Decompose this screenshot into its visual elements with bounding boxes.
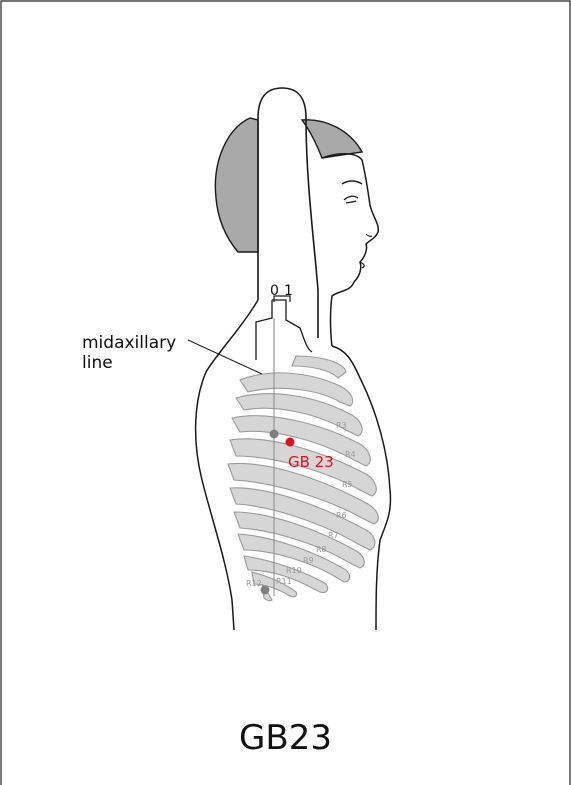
rib-label-r4: R4 (345, 450, 356, 459)
scale-label-one: 1 (284, 283, 293, 299)
nostril (366, 234, 372, 236)
rib-label-r11: R11 (276, 577, 292, 586)
scapula-outline (256, 300, 312, 360)
landmark-dot-lower (261, 586, 270, 595)
rib-label-r3: R3 (336, 421, 347, 430)
acupoint-gb23-dot (286, 438, 295, 447)
rib-label-r10: R10 (286, 566, 302, 575)
acupoint-gb23-label: GB 23 (288, 453, 334, 471)
landmark-dot-upper (270, 430, 279, 439)
hair-top (302, 120, 362, 158)
midaxillary-label-line2: line (82, 353, 113, 373)
rib-label-r7: R7 (328, 531, 339, 540)
eye-icon (344, 196, 358, 203)
rib-label-r12: R12 (246, 579, 262, 588)
page-title: GB23 (0, 718, 571, 758)
scale-label-zero: 0 (270, 283, 279, 299)
rib-label-r6: R6 (336, 511, 347, 520)
face-profile (322, 154, 378, 346)
eyebrow (342, 181, 362, 184)
hair-back (215, 118, 258, 252)
rib-label-r9: R9 (303, 556, 314, 565)
midaxillary-label-line1: midaxillary (82, 333, 176, 353)
rib-label-r5: R5 (342, 480, 353, 489)
rib-label-r8: R8 (316, 545, 327, 554)
